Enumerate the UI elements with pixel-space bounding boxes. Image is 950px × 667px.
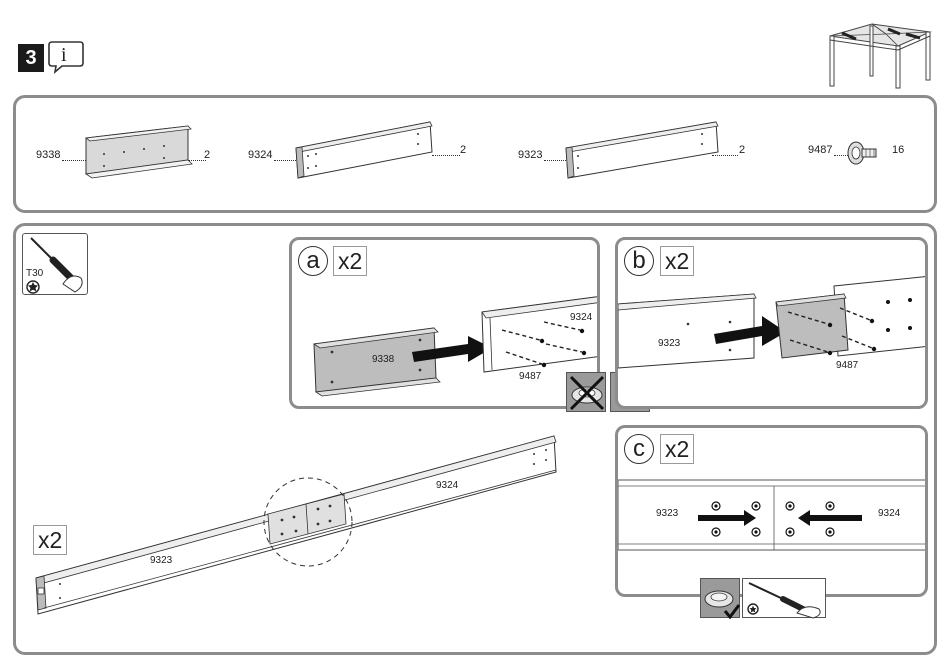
step-a-panel: a x2 9338 9324 9487 <box>289 237 600 409</box>
step-b-diagram <box>618 240 928 409</box>
part-label: 9338 <box>372 354 394 365</box>
part-qty: 16 <box>892 144 904 156</box>
washer-check-icon <box>700 578 740 618</box>
part-qty: 2 <box>460 144 466 156</box>
leader-line <box>712 155 738 156</box>
beam-part-icon <box>562 120 722 180</box>
beam-label: 9324 <box>436 480 458 491</box>
torx-icon <box>26 280 40 294</box>
part-label: 9324 <box>878 508 900 519</box>
screw-label: 9487 <box>836 360 858 371</box>
screw-icon <box>846 140 880 166</box>
tool-box: T30 <box>22 233 88 295</box>
info-icon: i <box>48 40 84 74</box>
part-qty: 2 <box>204 149 210 161</box>
step-c-panel: c x2 9323 9324 <box>615 425 928 597</box>
tool-label: T30 <box>26 268 43 279</box>
screw-label: 9487 <box>519 371 541 382</box>
tighten-icon <box>742 578 826 618</box>
beam-part-icon <box>292 120 436 180</box>
step-b-panel: b x2 9323 9487 <box>615 237 928 409</box>
part-code: 9338 <box>36 149 60 161</box>
part-code: 9323 <box>518 149 542 161</box>
no-washer-icon <box>566 372 606 412</box>
info-letter: i <box>61 44 67 67</box>
part-code: 9324 <box>248 149 272 161</box>
beam-label: 9323 <box>150 555 172 566</box>
part-label: 9323 <box>656 508 678 519</box>
part-code: 9487 <box>808 144 832 156</box>
part-qty: 2 <box>739 144 745 156</box>
overview-beam-diagram <box>34 432 574 612</box>
part-label: 9324 <box>570 312 592 323</box>
leader-line <box>432 155 460 156</box>
bracket-part-icon <box>84 124 194 178</box>
part-label: 9323 <box>658 338 680 349</box>
step-a-diagram <box>292 240 600 409</box>
gazebo-thumbnail-icon <box>826 20 936 90</box>
step-number: 3 <box>18 44 44 72</box>
